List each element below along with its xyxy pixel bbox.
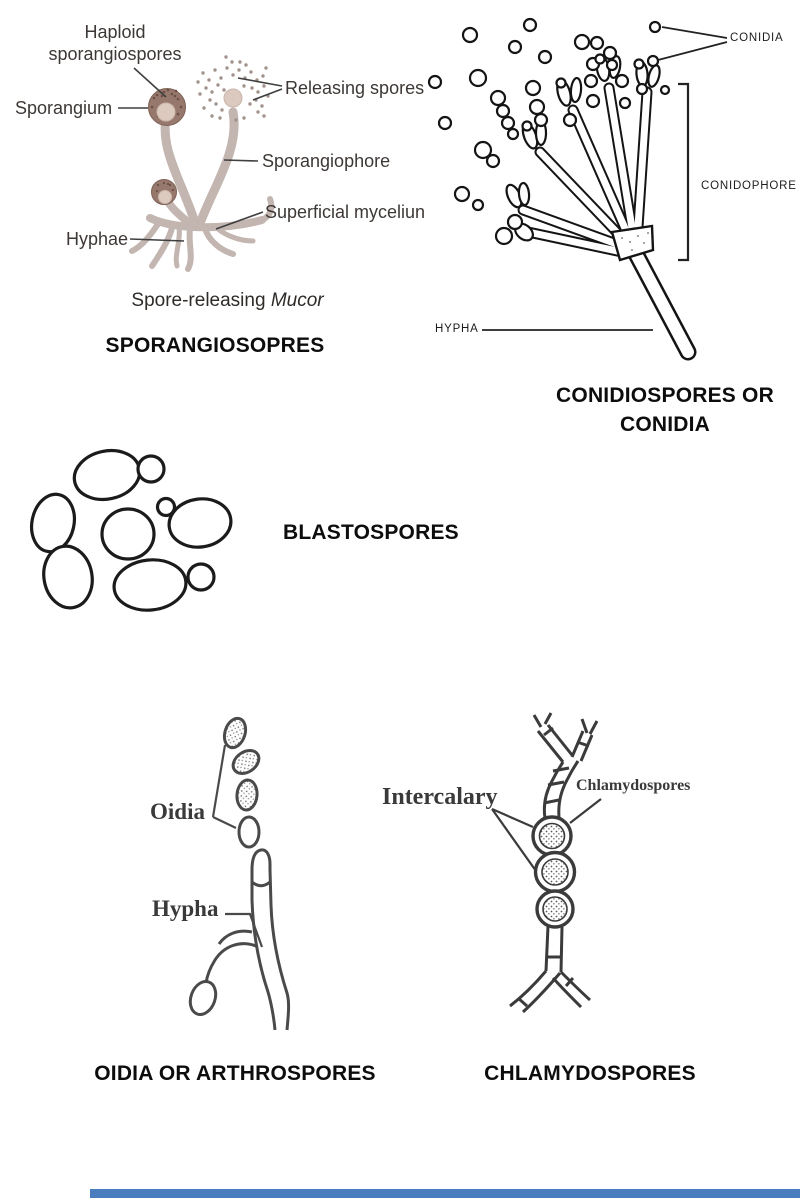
sporangiospores-section: Haploid sporangiospores Sporangium Relea…: [0, 0, 440, 370]
oidia-leader-lines: [211, 744, 264, 948]
conidiophore-illustration: [427, 17, 728, 361]
conidophore-bracket: [678, 82, 690, 262]
intercalary-label: Intercalary: [382, 784, 498, 810]
chlamydospore-cells: [531, 815, 577, 929]
chlamydospores-leader-lines: [491, 798, 602, 872]
sporangiophore-label: Sporangiophore: [262, 151, 391, 171]
mucor-caption: Spore-releasing Mucor: [131, 290, 324, 311]
young-sporangium: [151, 179, 177, 205]
conidiospores-title: CONIDIOSPORES OR CONIDIA: [556, 384, 774, 436]
conidiophore-trunk: [626, 243, 697, 361]
node-stipple: [621, 232, 649, 251]
chlamydospores-section: Intercalary Chlamydospores: [382, 695, 730, 1030]
blastospores-title: BLASTOSPORES: [283, 521, 459, 544]
conidiospores-section: CONIDIA CONIDOPHORE HYPHA: [420, 0, 800, 370]
sporangium-label: Sporangium: [15, 98, 113, 118]
sporangiospores-title: SPORANGIOSOPRES: [105, 334, 325, 357]
trunk-node: [610, 224, 655, 262]
conidophore-label: CONIDOPHORE: [701, 180, 797, 192]
releasing-spores-label: Releasing spores: [285, 78, 425, 98]
oidia-title: OIDIA OR ARTHROSPORES: [94, 1062, 376, 1085]
conidiophore-branches: [517, 82, 653, 258]
bottom-accent-bar: [90, 1189, 800, 1198]
conidia-spheres: [427, 17, 671, 212]
conidia-leader-lines: [482, 26, 728, 331]
oidia-section: Oidia Hypha: [130, 700, 320, 1040]
superficial-mycelium-label: Superficial myceliun: [265, 202, 426, 222]
released-columella: [223, 88, 243, 108]
oidia-hypha-tube: [188, 848, 291, 1031]
oidia-cells: [222, 716, 261, 849]
chlamydospores-label: Chlamydospores: [576, 777, 691, 794]
oidia-illustration: [188, 716, 291, 1031]
haploid-sporangiospores-label: Haploid sporangiospores: [48, 22, 182, 64]
chlamydospores-illustration: [491, 712, 602, 1014]
chlamydospores-title: CHLAMYDOSPORES: [484, 1062, 696, 1085]
hyphae-label: Hyphae: [66, 229, 129, 249]
blastospores-illustration: [29, 448, 233, 612]
oidia-label: Oidia: [150, 799, 205, 824]
top-hypha: [532, 712, 599, 819]
bottom-hypha: [509, 925, 592, 1014]
oidia-hypha-label: Hypha: [152, 896, 219, 921]
conidia-label: CONIDIA: [730, 32, 784, 44]
mucor-leader-lines: [118, 67, 283, 242]
sporangium: [148, 88, 186, 126]
mucor-illustration: [118, 55, 283, 272]
phialides: [494, 55, 661, 246]
spore-cloud: [196, 55, 270, 122]
hypha-label: HYPHA: [435, 323, 479, 335]
